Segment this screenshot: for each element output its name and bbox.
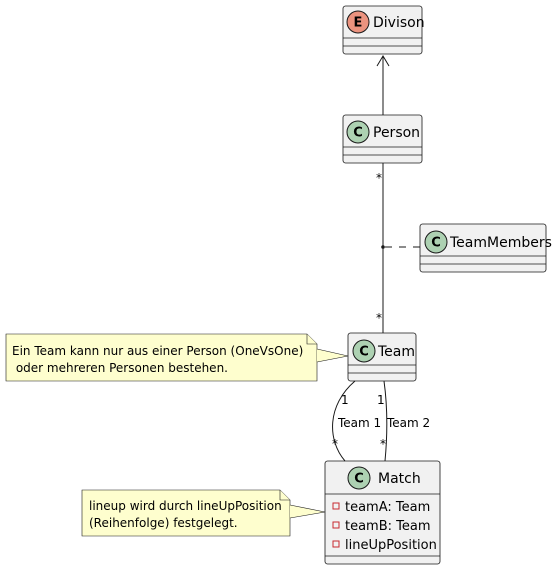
association-team-match-2: 1 * Team 2 (377, 380, 430, 462)
class-name: TeamMembers (449, 235, 552, 251)
class-icon (352, 339, 376, 363)
class-match[interactable]: C Match teamA: Team teamB: Team lineUpPo… (324, 460, 441, 565)
note-text-line: (Reihenfolge) festgelegt. (89, 516, 238, 530)
class-divison[interactable]: E Divison (342, 5, 425, 55)
private-visibility-icon (332, 521, 340, 529)
multiplicity-team2-source: 1 (377, 393, 385, 407)
class-glyph: C (354, 472, 364, 487)
class-name: Team (377, 344, 415, 360)
class-person[interactable]: C Person (342, 114, 423, 164)
multiplicity-team1-source: 1 (341, 393, 349, 407)
attribute-team-a: teamA: Team (345, 500, 430, 515)
attribute-team-b: teamB: Team (345, 519, 431, 534)
class-icon (424, 230, 448, 254)
note-team[interactable]: Ein Team kann nur aus einer Person (OneV… (5, 333, 349, 382)
association-label-team-1: Team 1 (337, 416, 381, 430)
enum-glyph: E (354, 16, 363, 31)
association-person-divison (376, 55, 390, 115)
attribute-lineup-position: lineUpPosition (345, 538, 437, 553)
private-visibility-icon (332, 502, 340, 510)
class-name: Divison (373, 15, 425, 31)
class-icon (346, 120, 370, 144)
note-text-line: lineup wird durch lineUpPosition (89, 499, 282, 513)
association-label-team-2: Team 2 (386, 416, 430, 430)
class-name: Match (378, 471, 421, 487)
class-glyph: C (359, 345, 369, 360)
arrowhead-icon (376, 55, 390, 67)
class-icon (347, 466, 371, 490)
class-team-members[interactable]: C TeamMembers (419, 223, 552, 273)
class-glyph: C (431, 236, 441, 251)
multiplicity-team2-target: * (380, 437, 386, 451)
association-person-team: * * (376, 163, 420, 333)
class-team[interactable]: C Team (347, 332, 417, 382)
association-team-match-1: 1 * Team 1 (332, 380, 381, 462)
private-visibility-icon (332, 540, 340, 548)
note-text-line: oder mehreren Personen bestehen. (12, 361, 228, 375)
association-point (381, 245, 385, 249)
multiplicity-team1-target: * (332, 437, 338, 451)
multiplicity-team: * (376, 311, 382, 325)
note-text-line: Ein Team kann nur aus einer Person (OneV… (12, 344, 303, 358)
note-match[interactable]: lineup wird durch lineUpPosition (Reihen… (81, 489, 326, 537)
enum-icon (346, 10, 370, 34)
class-name: Person (373, 125, 420, 141)
class-glyph: C (353, 126, 363, 141)
multiplicity-person: * (376, 171, 382, 185)
